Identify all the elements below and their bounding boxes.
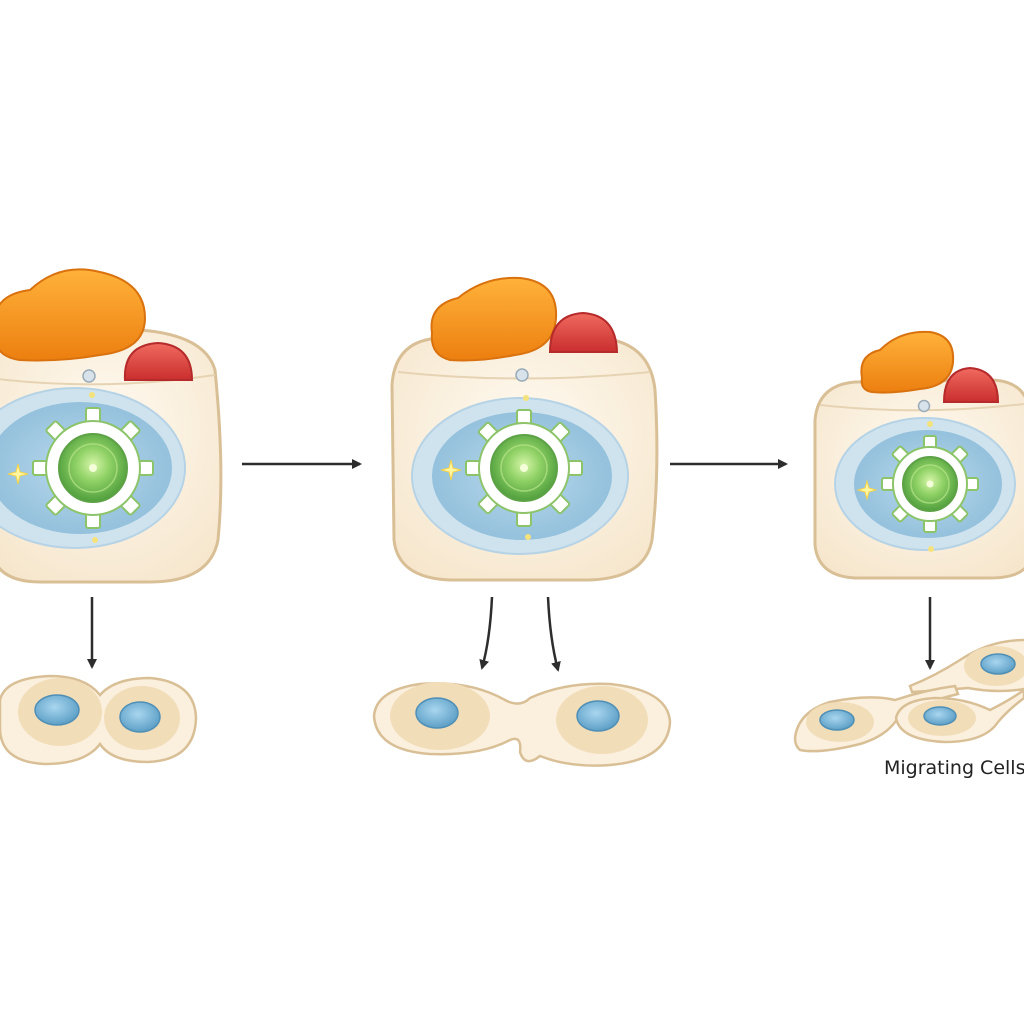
daughter-nucleus — [415, 697, 459, 729]
daughter-nucleus — [923, 706, 957, 726]
sparkle-dot — [92, 537, 98, 543]
arrow-icon — [479, 596, 494, 670]
sparkle-icon — [440, 459, 462, 481]
red-organelle — [123, 341, 194, 381]
cell-stage-1 — [0, 268, 223, 584]
daughter-nucleus — [980, 653, 1016, 675]
daughter-nucleus — [34, 694, 80, 726]
cell-stage-3 — [813, 330, 1024, 580]
sparkle-dot — [927, 421, 933, 427]
sparkle-dot — [525, 534, 531, 540]
gear-nucleus-icon — [32, 407, 154, 529]
vesicle — [82, 369, 96, 383]
cell-stage-2 — [390, 276, 659, 582]
red-organelle — [942, 366, 1000, 403]
sparkle-dot — [89, 392, 95, 398]
vesicle — [515, 368, 529, 382]
daughter-nucleus — [119, 701, 161, 733]
sparkle-icon — [7, 463, 29, 485]
daughter-cells-stage-2 — [372, 682, 672, 767]
orange-organelle — [860, 330, 955, 394]
daughter-cells-stage-1 — [0, 674, 198, 766]
orange-organelle — [0, 268, 147, 362]
daughter-nucleus — [576, 700, 620, 732]
sparkle-dot — [928, 546, 934, 552]
migrating-cells-label: Migrating Cells — [884, 757, 1024, 779]
orange-organelle — [430, 276, 558, 362]
sparkle-dot — [523, 395, 529, 401]
sparkle-icon — [856, 479, 878, 501]
gear-nucleus-icon — [881, 435, 979, 533]
gear-nucleus-icon — [465, 409, 583, 527]
vesicle — [917, 399, 931, 413]
arrow-icon — [546, 596, 561, 672]
daughter-nucleus — [819, 709, 855, 731]
red-organelle — [548, 311, 619, 353]
migrating-cells-stage-3 — [793, 638, 1024, 753]
